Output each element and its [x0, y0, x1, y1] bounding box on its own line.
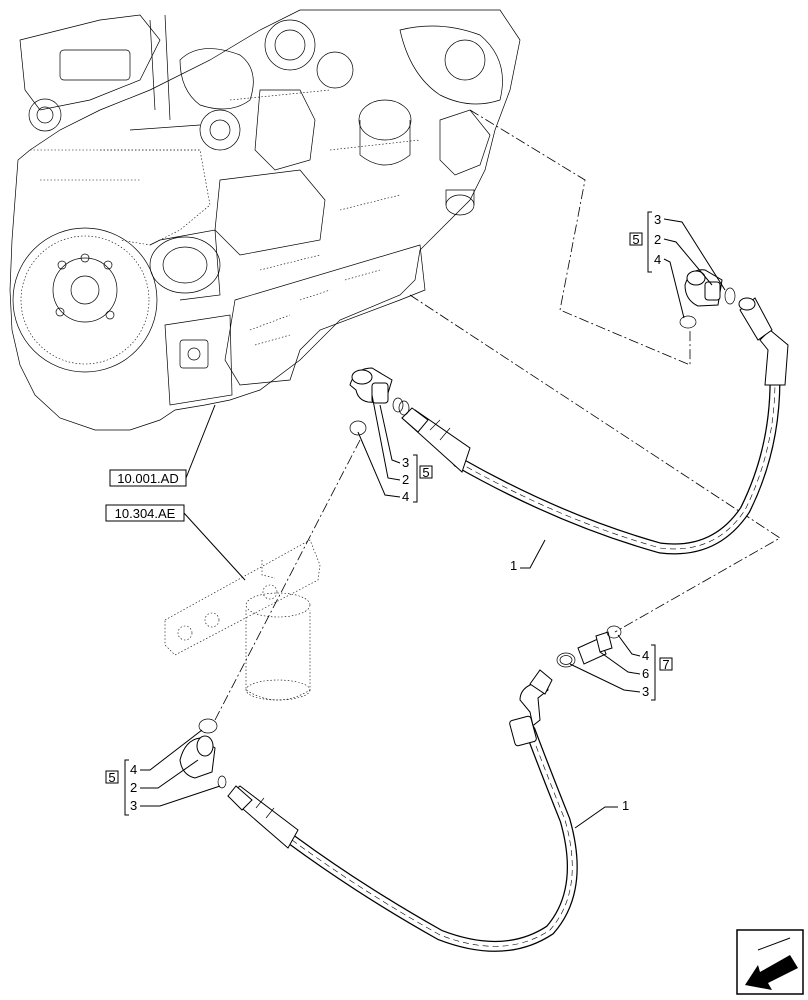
callout-mid-left-c: 4 — [402, 489, 409, 504]
callout-mid-right-a: 4 — [642, 648, 649, 663]
lower-hose-label[interactable]: 1 — [574, 798, 629, 829]
lower-left-elbow — [179, 718, 227, 789]
callout-bottom-left-box: 5 — [108, 770, 115, 785]
callout-top-right-c: 4 — [654, 252, 661, 267]
filter-reference-label: 10.304.AE — [115, 506, 176, 521]
callout-top-right-b: 2 — [654, 232, 661, 247]
upper-right-elbow — [679, 269, 736, 329]
engine-illustration — [9, 9, 521, 431]
upper-left-elbow — [349, 367, 410, 436]
lower-hose — [227, 669, 578, 952]
callout-top-right-box: 5 — [632, 232, 639, 247]
callout-mid-right[interactable]: 7 4 6 3 — [569, 634, 673, 701]
engine-reference-label: 10.001.AD — [117, 471, 178, 486]
engine-reference[interactable]: 10.001.AD — [109, 404, 216, 487]
filter-reference[interactable]: 10.304.AE — [105, 504, 246, 581]
callout-mid-left[interactable]: 5 3 2 4 — [357, 394, 433, 504]
arrow-left-icon[interactable] — [736, 929, 804, 995]
callout-mid-right-box: 7 — [662, 657, 669, 672]
callout-bottom-left[interactable]: 5 4 2 3 — [105, 729, 221, 816]
callout-top-right-a: 3 — [654, 212, 661, 227]
upper-hose — [401, 297, 789, 555]
callout-bottom-left-c: 3 — [130, 798, 137, 813]
callout-mid-left-b: 2 — [402, 472, 409, 487]
lower-hose-number: 1 — [622, 798, 629, 813]
callout-mid-right-b: 6 — [642, 666, 649, 681]
upper-hose-number: 1 — [510, 558, 517, 573]
upper-hose-label[interactable]: 1 — [510, 539, 546, 573]
assembly-lines — [214, 109, 781, 721]
callout-mid-right-c: 3 — [642, 684, 649, 699]
oil-filter-assembly — [164, 539, 321, 701]
callout-mid-left-a: 3 — [402, 455, 409, 470]
callout-mid-left-box: 5 — [422, 465, 429, 480]
lower-right-adapter — [556, 625, 622, 668]
callout-top-right[interactable]: 5 3 2 4 — [629, 211, 726, 319]
callout-bottom-left-a: 4 — [130, 762, 137, 777]
callout-bottom-left-b: 2 — [130, 780, 137, 795]
